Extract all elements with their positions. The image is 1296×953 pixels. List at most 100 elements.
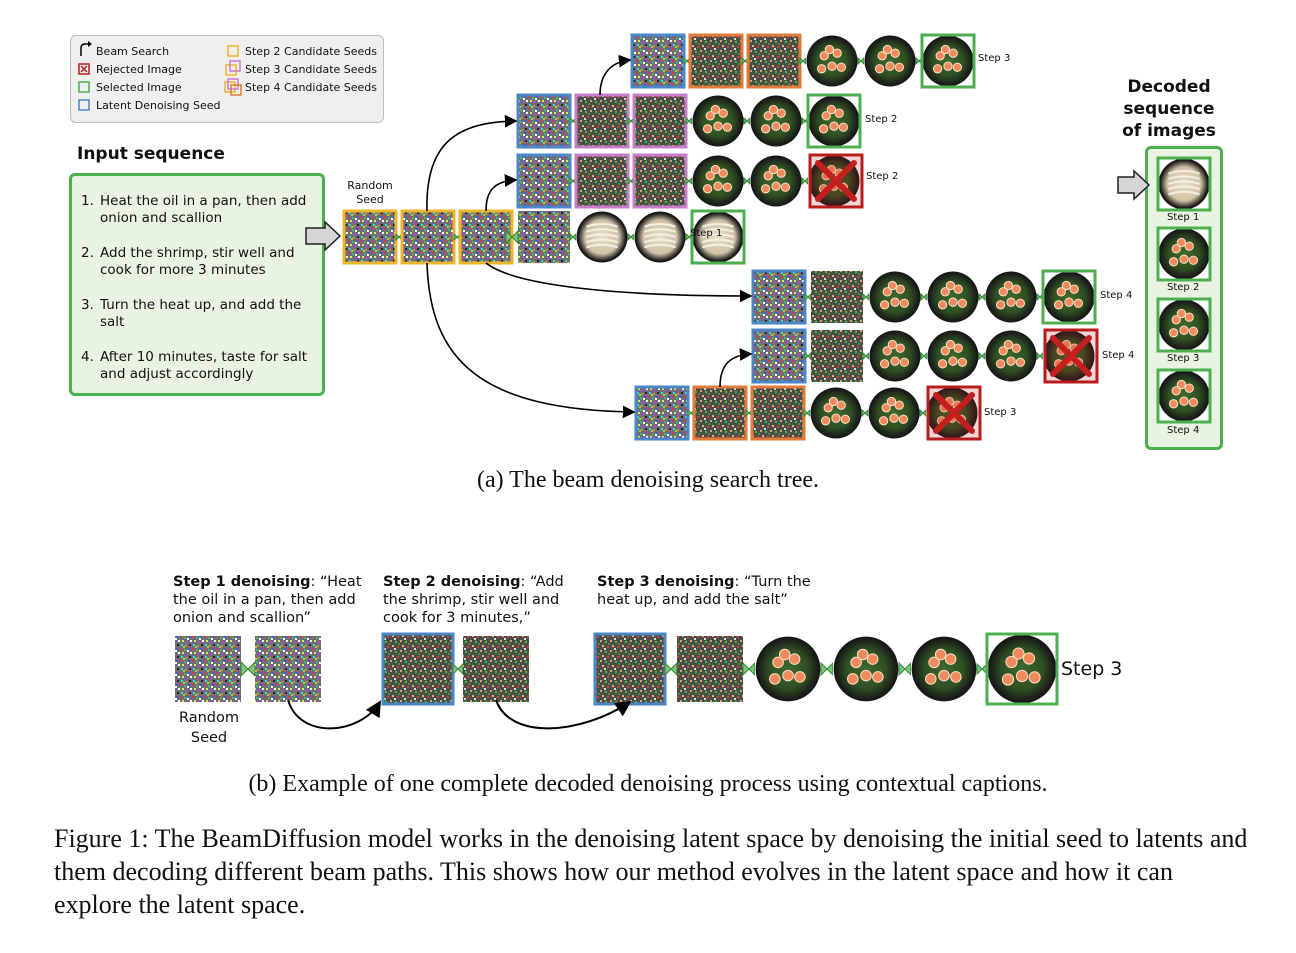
legend-step3: Step 3 Candidate Seeds xyxy=(245,63,377,76)
connector-icon xyxy=(452,662,459,676)
row-image xyxy=(868,387,920,439)
connector-icon xyxy=(1039,351,1044,361)
example-image xyxy=(911,636,977,702)
step2b-row xyxy=(516,153,860,209)
reject-x-icon xyxy=(933,392,975,434)
row-image xyxy=(574,153,630,209)
connector-icon xyxy=(395,232,400,242)
row-label-5: Step 4 xyxy=(1100,290,1133,301)
rejected-x-icon xyxy=(80,65,88,73)
connector-icon xyxy=(453,232,458,242)
step2a-row xyxy=(516,93,862,149)
connector-icon xyxy=(743,176,748,186)
beam-arrowhead-icon xyxy=(88,41,92,47)
example-final-image xyxy=(985,632,1059,706)
row-image xyxy=(869,271,921,323)
example-step1-label: Step 1 denoising: “Heat the oil in a pan… xyxy=(173,574,362,626)
connector-icon xyxy=(807,292,812,302)
input-arrow-icon xyxy=(305,220,342,252)
row-image xyxy=(574,93,630,149)
row-image xyxy=(751,328,807,384)
connector-icon xyxy=(627,232,632,242)
connector-icon xyxy=(978,351,983,361)
connector-icon xyxy=(804,351,809,361)
connector-icon xyxy=(922,408,927,418)
row-image xyxy=(750,155,802,207)
row-image xyxy=(516,93,572,149)
example-step3-label: Step 3 denoising: “Turn the heat up, and… xyxy=(597,574,811,608)
decoded-image-1 xyxy=(1156,156,1212,212)
connector-icon xyxy=(572,232,577,242)
row-image xyxy=(927,271,979,323)
connector-icon xyxy=(865,351,870,361)
step3a-row xyxy=(630,33,976,89)
connector-icon xyxy=(981,351,986,361)
row-image xyxy=(985,330,1037,382)
connector-icon xyxy=(862,292,867,302)
connector-icon xyxy=(685,176,690,186)
decoded-label-3: Step 3 xyxy=(1167,353,1200,364)
beam-arrow xyxy=(485,174,518,212)
connector-icon xyxy=(862,351,867,361)
connector-icon xyxy=(745,408,750,418)
connector-icon xyxy=(920,351,925,361)
row-image xyxy=(632,93,688,149)
example-step2-seed xyxy=(381,632,455,706)
example-step3-tag: Step 3 xyxy=(1061,658,1123,680)
reject-x-icon xyxy=(815,160,857,202)
random-seed-label: Random Seed xyxy=(347,179,393,206)
reject-x-icon xyxy=(1050,335,1092,377)
connector-icon xyxy=(981,292,986,302)
connector-icon xyxy=(688,176,693,186)
connector-icon xyxy=(898,661,906,677)
row-image xyxy=(692,95,744,147)
input-sequence-box: 1.Heat the oil in a pan, then add onion … xyxy=(69,173,325,396)
input-sequence-title: Input sequence xyxy=(77,144,225,164)
legend-beam-search: Beam Search xyxy=(96,45,170,58)
legend-step2: Step 2 Candidate Seeds xyxy=(245,45,377,58)
row-label-3: Step 2 xyxy=(866,171,899,182)
connector-icon xyxy=(976,662,983,676)
connector-icon xyxy=(978,292,983,302)
row-label-2: Step 2 xyxy=(865,114,898,125)
example-beam-arrow xyxy=(495,699,632,730)
connector-icon xyxy=(915,56,920,66)
decoded-label-1: Step 1 xyxy=(1167,212,1200,223)
connector-icon xyxy=(569,116,574,126)
row-image xyxy=(692,385,748,441)
connector-icon xyxy=(920,292,925,302)
connector-icon xyxy=(743,116,748,126)
row-label-7: Step 3 xyxy=(984,407,1017,418)
connector-icon xyxy=(864,408,869,418)
connector-icon xyxy=(457,662,464,676)
seed-icon xyxy=(78,99,90,111)
connector-icon xyxy=(664,661,672,677)
row-label-1: Step 3 xyxy=(978,53,1011,64)
connector-icon xyxy=(746,116,751,126)
row-label-4: Step 1 xyxy=(690,228,723,239)
connector-icon xyxy=(865,292,870,302)
connector-icon xyxy=(748,661,756,677)
row-image xyxy=(810,387,862,439)
row-image xyxy=(632,153,688,209)
connector-icon xyxy=(801,176,806,186)
connector-icon xyxy=(746,176,751,186)
connector-icon xyxy=(804,176,809,186)
step1-row xyxy=(518,209,746,265)
beam-arrow xyxy=(426,114,518,212)
connector-icon xyxy=(923,351,928,361)
row-label-6: Step 4 xyxy=(1102,350,1135,361)
connector-icon xyxy=(627,176,632,186)
row-image xyxy=(634,385,690,441)
connector-icon xyxy=(569,176,574,186)
example-image xyxy=(833,636,899,702)
example-image xyxy=(677,636,743,702)
connector-icon xyxy=(1036,351,1041,361)
decoded-arrow-icon xyxy=(1117,169,1151,201)
caption-b: (b) Example of one complete decoded deno… xyxy=(248,771,1048,797)
connector-icon xyxy=(685,116,690,126)
connector-icon xyxy=(806,408,811,418)
row-image xyxy=(688,33,744,89)
decoded-label-2: Step 2 xyxy=(1167,282,1200,293)
decoded-label-4: Step 4 xyxy=(1167,425,1200,436)
